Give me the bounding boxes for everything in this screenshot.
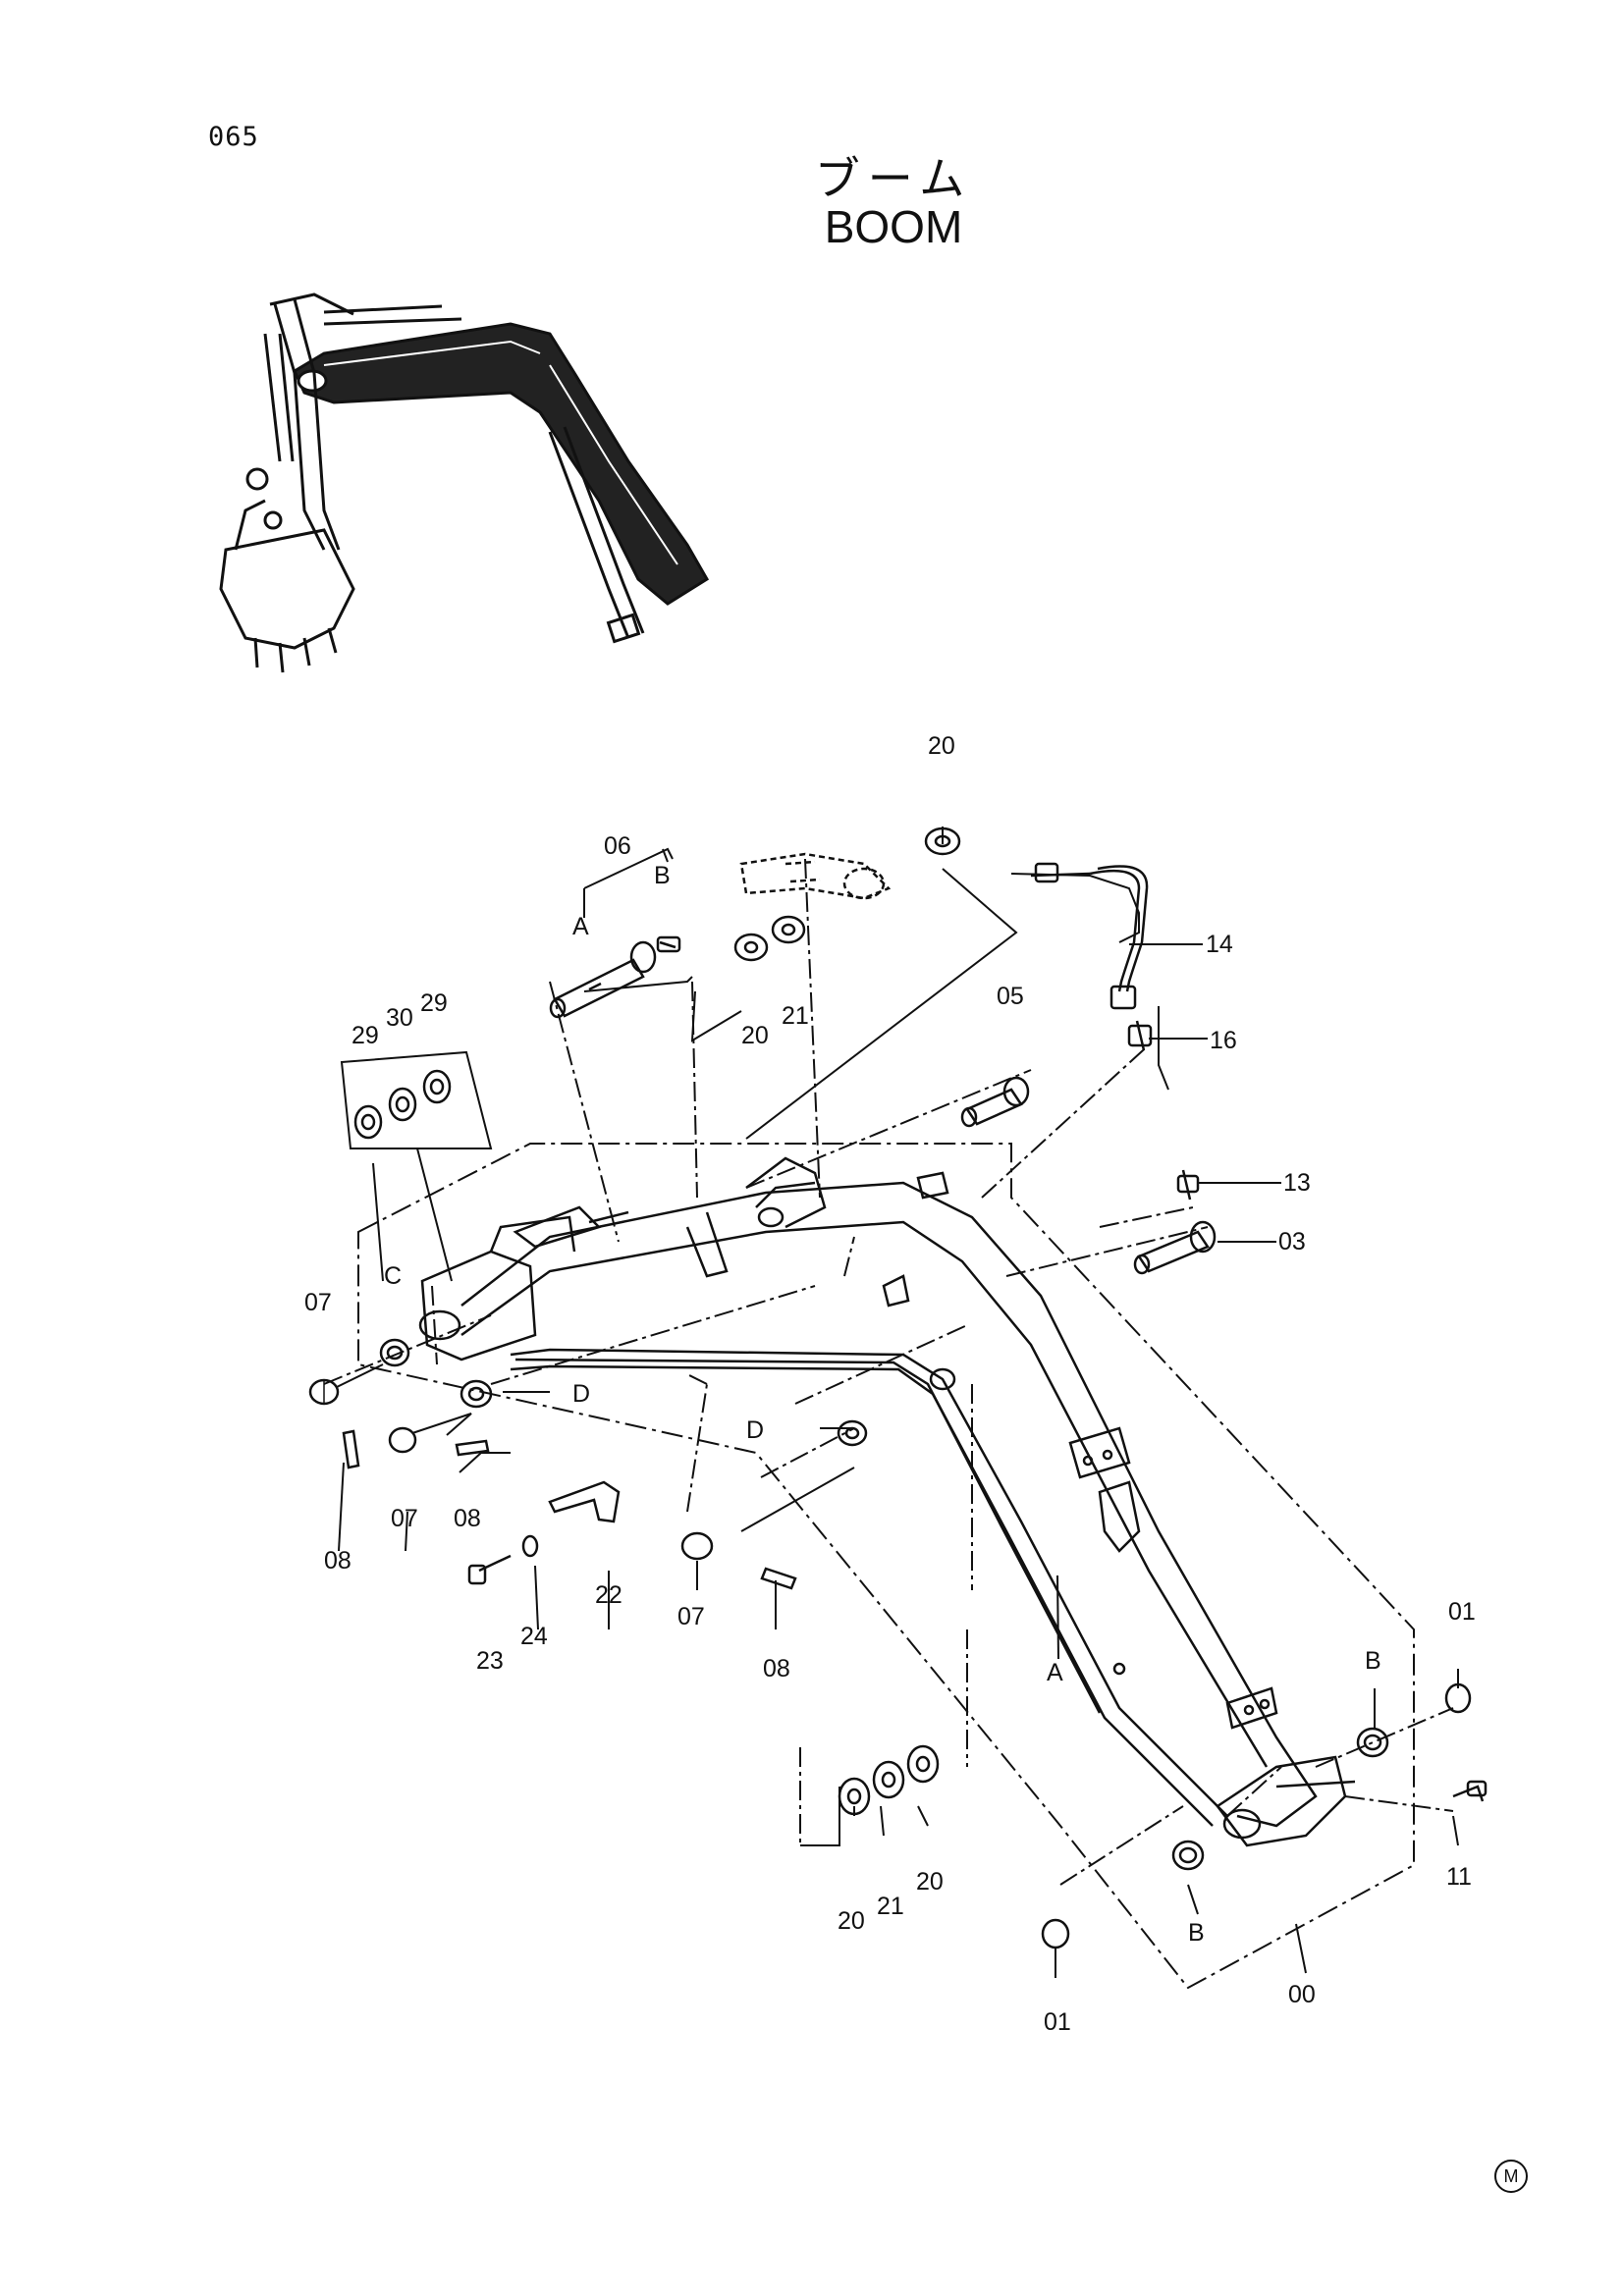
label-13: 13: [1283, 1169, 1311, 1197]
washer-20-mid: [733, 933, 769, 962]
pin-A-06: [549, 940, 657, 1019]
hose-14: [1030, 862, 1149, 1010]
label-20-mid: 20: [741, 1022, 769, 1049]
manufacturer-mark: M: [1494, 2160, 1528, 2193]
label-14: 14: [1206, 931, 1233, 958]
label-30: 30: [386, 1004, 413, 1032]
parts: [308, 827, 1488, 1949]
label-22: 22: [595, 1581, 622, 1609]
collar-C: [379, 1338, 410, 1367]
label-23: 23: [476, 1647, 504, 1675]
washer-20-bottom-right: [906, 1744, 940, 1784]
label-A-top: A: [572, 913, 589, 940]
label-B-bottom: B: [1188, 1919, 1205, 1947]
pin-08-low: [760, 1567, 797, 1590]
fitting-16: [1127, 1020, 1153, 1051]
label-08-mid: 08: [454, 1505, 481, 1532]
excavator-overview-illustration: [219, 293, 710, 673]
label-01-right: 01: [1448, 1598, 1476, 1626]
label-B-right: B: [1365, 1647, 1381, 1675]
cap-01-bottom: [1041, 1918, 1070, 1949]
page-number: 065: [208, 122, 259, 152]
shim-29-left: [353, 1104, 383, 1140]
label-C: C: [384, 1262, 402, 1290]
label-21-bottom: 21: [877, 1893, 904, 1920]
label-01-bottom: 01: [1044, 2008, 1071, 2036]
pin-03: [1133, 1220, 1217, 1275]
label-03: 03: [1278, 1228, 1306, 1255]
label-D-left: D: [572, 1380, 590, 1408]
pin-05: [960, 1076, 1030, 1128]
bracket-22: [548, 1480, 621, 1523]
pin-08-mid: [455, 1439, 490, 1457]
label-06: 06: [604, 832, 631, 860]
fitting-11: [1452, 1780, 1488, 1802]
label-07-left: 07: [304, 1289, 332, 1316]
washer-24: [521, 1534, 539, 1558]
label-07-mid: 07: [391, 1505, 418, 1532]
bolt-23: [467, 1554, 512, 1585]
bolt-B-top: [656, 935, 681, 953]
label-A-low: A: [1047, 1659, 1063, 1686]
label-08-left: 08: [324, 1547, 352, 1575]
label-20-top: 20: [928, 732, 955, 760]
label-08-low: 08: [763, 1655, 790, 1682]
shim-30: [388, 1087, 417, 1122]
title-japanese: ブーム: [814, 152, 973, 205]
collar-D-left: [460, 1379, 493, 1409]
label-29-left: 29: [352, 1022, 379, 1049]
label-D-mid: D: [746, 1416, 764, 1444]
bushing-B-right: [1356, 1727, 1389, 1758]
label-21-mid: 21: [782, 1002, 809, 1030]
label-29-right: 29: [420, 989, 448, 1017]
label-20-bottom-left: 20: [838, 1907, 865, 1935]
cap-01-right: [1444, 1682, 1472, 1714]
shim-29-right: [422, 1069, 452, 1104]
bushing-B-bottom: [1171, 1840, 1205, 1871]
boom-main-body: [418, 1156, 1356, 1847]
pin-08-left: [342, 1429, 360, 1469]
assembly-outline: [357, 1143, 1415, 1990]
ghost-pin-sketch: [739, 852, 892, 900]
label-11: 11: [1446, 1863, 1472, 1891]
label-24: 24: [520, 1623, 548, 1650]
label-07-low: 07: [677, 1603, 705, 1630]
leader-lines: [323, 858, 1454, 1886]
collar-D-mid: [837, 1419, 868, 1447]
washer-21-bottom: [872, 1760, 905, 1799]
label-B-top: B: [654, 862, 671, 889]
callout-labels: 20 06 A B 20 21 14 16 05 29 30 29 13 03 …: [304, 732, 1476, 2036]
label-00: 00: [1288, 1981, 1316, 2008]
label-05: 05: [997, 983, 1024, 1010]
washer-21-mid: [771, 915, 806, 944]
bushing-07-mid: [388, 1426, 417, 1454]
bushing-07-low: [680, 1531, 714, 1561]
title-english: BOOM: [824, 201, 963, 252]
washer-20-top: [924, 827, 961, 856]
callout-leaders: [336, 827, 1459, 1978]
label-20-bottom-right: 20: [916, 1868, 944, 1896]
label-16: 16: [1210, 1027, 1237, 1054]
fitting-13: [1176, 1169, 1200, 1201]
bushing-07-left: [308, 1378, 340, 1406]
washer-20-bottom-left: [838, 1777, 871, 1816]
